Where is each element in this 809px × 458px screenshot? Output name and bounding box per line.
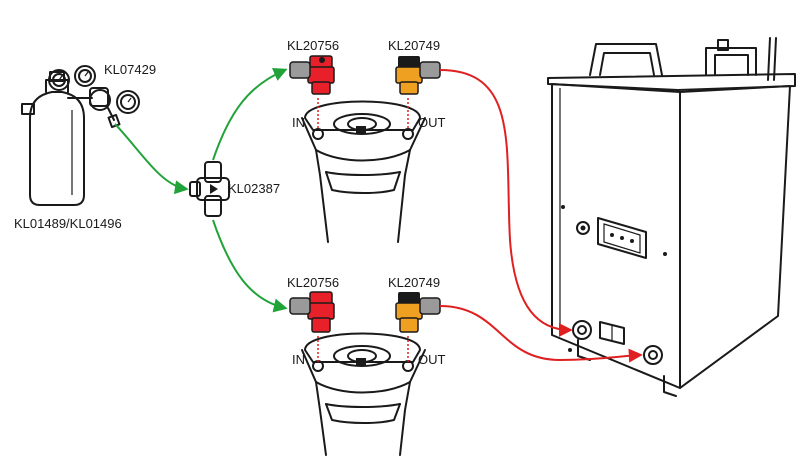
tee-label: KL02387 [228,181,280,196]
out-label-top: OUT [418,115,446,130]
gas-lines [114,67,288,313]
gas-disconnect-bottom-label: KL20756 [287,275,339,290]
beer-lines [439,69,643,363]
keg-bottom-icon [301,332,426,456]
out-label-bottom: OUT [418,352,446,367]
gas-bottle-icon [21,71,85,206]
in-label-bottom: IN [292,352,305,367]
ball-lock-disconnect-icon [289,291,335,333]
chiller-unit-icon [547,37,796,397]
chiller-inlet-port [572,320,592,340]
ball-lock-disconnect-icon [395,56,441,95]
in-label-top: IN [292,115,305,130]
display-panel-icon [597,217,647,259]
gas-disconnect-top-label: KL20756 [287,38,339,53]
keg-top-icon [301,98,426,243]
labels: KL07429 KL01489/KL01496 KL02387 KL20756 … [14,38,446,367]
ball-lock-disconnect-icon [289,55,335,95]
gas-bottle-label: KL01489/KL01496 [14,216,122,231]
liquid-disconnect-top-label: KL20749 [388,38,440,53]
liquid-disconnect-bottom-label: KL20749 [388,275,440,290]
chiller-outlet-port [643,345,663,365]
regulator-icon [48,65,140,129]
regulator-label: KL07429 [104,62,156,77]
ball-lock-disconnect-icon [395,292,441,333]
tee-fitting-icon [189,161,230,217]
